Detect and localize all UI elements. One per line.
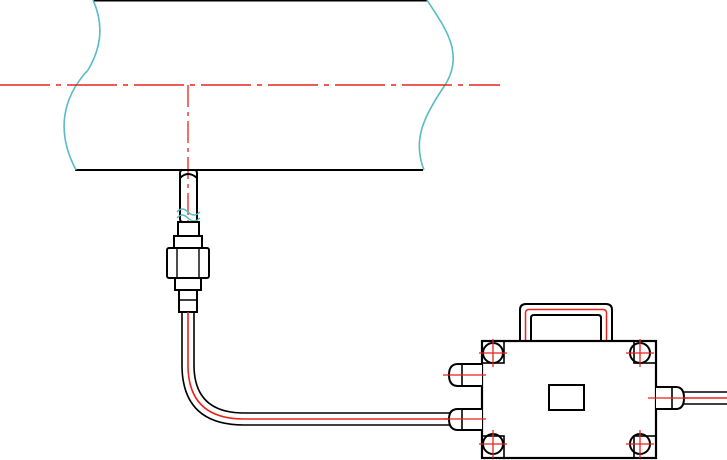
outgoing-cable (684, 391, 727, 405)
fitting-lower-thread (174, 277, 202, 291)
fitting-upper-thread (173, 235, 203, 249)
stem-break-mark (176, 208, 201, 222)
mounting-hole-top-right (626, 339, 657, 367)
fitting-tail (178, 289, 198, 313)
conduit-centerline (187, 312, 450, 420)
pipe-section (63, 0, 455, 171)
fitting-hex-nut (166, 247, 210, 279)
handle-centerline (524, 308, 608, 341)
junction-box (479, 303, 658, 460)
conduit-inner-edge (193, 312, 450, 414)
nameplate (548, 384, 585, 411)
cable-gland-left-lower (444, 408, 486, 431)
conduit-tube (181, 312, 450, 426)
mounting-hole-top-left (479, 339, 507, 367)
centerlines (0, 84, 500, 300)
mounting-hole-bottom-right (626, 430, 657, 459)
mounting-hole-bottom-left (479, 430, 507, 459)
junction-box-handle (519, 303, 613, 341)
pipe-left-break-line (63, 0, 101, 171)
cable-gland-left-upper (443, 363, 486, 387)
hex-fitting (166, 235, 210, 313)
junction-box-handle-inner (530, 314, 602, 341)
sensor-stem-top-cap (179, 173, 198, 179)
stem-lower-collar (177, 221, 200, 237)
sensor-stem (176, 169, 201, 237)
conduit-outer-edge (181, 312, 450, 426)
